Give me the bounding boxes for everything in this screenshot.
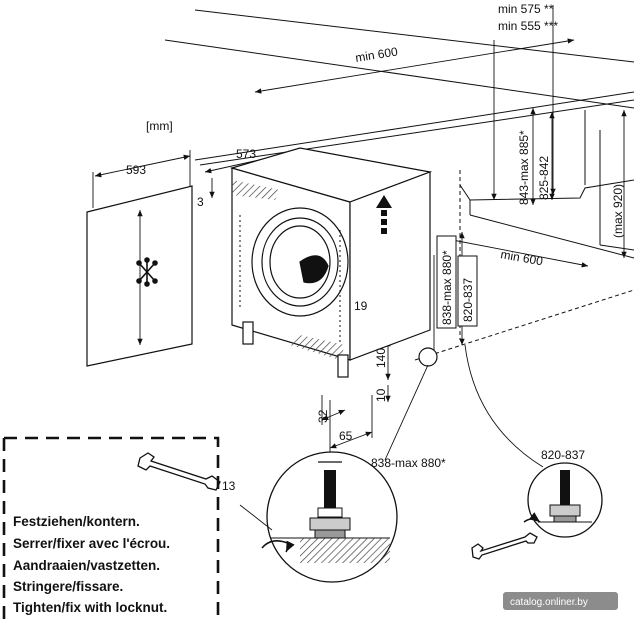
dim-593: 593: [126, 163, 146, 177]
instruction-de: Festziehen/kontern.: [13, 514, 140, 529]
svg-text:820-837: 820-837: [461, 278, 475, 322]
dim-140: 140: [374, 348, 388, 368]
wrench-icon: [137, 452, 221, 491]
dim-min575: min 575 **: [498, 2, 554, 16]
wrench-size: 13: [222, 479, 236, 493]
washing-machine: [229, 147, 438, 378]
dim-573: 573: [236, 147, 256, 161]
dim-max920: (max 920): [611, 184, 625, 238]
instruction-box: [2, 436, 220, 622]
dim-32: 32: [316, 409, 330, 423]
instruction-nl: Aandraaien/vastzetten.: [13, 558, 160, 573]
svg-text:catalog.onliner.by: catalog.onliner.by: [510, 597, 588, 608]
detail-right-label: 820-837: [541, 448, 585, 462]
direction-arrow-icon: [376, 195, 392, 234]
units-label: [mm]: [146, 119, 173, 133]
snowflake-icon: [136, 257, 158, 287]
detail-leaders: [384, 344, 544, 468]
svg-text:838-max 880*: 838-max 880*: [440, 250, 454, 325]
dim-65: 65: [339, 429, 353, 443]
instruction-fr: Serrer/fixer avec l'écrou.: [13, 536, 170, 551]
box-820-837: 820-837: [457, 255, 478, 327]
dim-843-885: 843-max 885*: [517, 130, 531, 205]
door-panel: [86, 185, 193, 367]
detail-left-label: 838-max 880*: [371, 456, 446, 470]
detail-circle-left: [239, 451, 398, 583]
instruction-it: Stringere/fissare.: [13, 579, 123, 594]
detail-circle-right: [523, 462, 603, 538]
dim-min600-right: min 600: [499, 247, 544, 268]
dim-10: 10: [374, 388, 388, 402]
wrench-icon-small: [471, 532, 538, 560]
dim-19: 19: [354, 299, 368, 313]
dim-825-842: 825-842: [537, 156, 551, 200]
dim-3: 3: [197, 195, 204, 209]
dim-min555: min 555 ***: [498, 19, 558, 33]
instruction-en: Tighten/fix with locknut.: [13, 600, 167, 615]
instruction-list: Festziehen/kontern. Serrer/fixer avec l'…: [13, 514, 170, 615]
dim-min600-top: min 600: [354, 44, 399, 65]
box-838-880: 838-max 880*: [436, 235, 457, 329]
watermark: catalog.onliner.by: [503, 592, 618, 610]
